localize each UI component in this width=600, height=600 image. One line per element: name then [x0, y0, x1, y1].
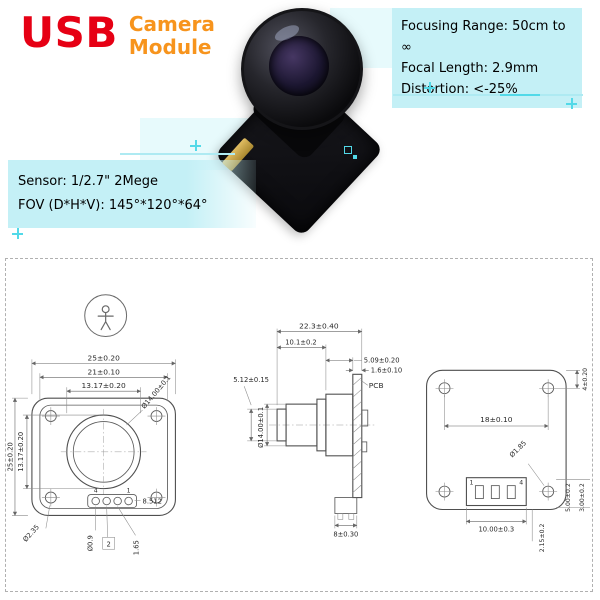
- dim-front-pin-hole-diameter: Ø0.9: [87, 535, 95, 551]
- pin-number-4: 4: [94, 488, 98, 495]
- cyan-line: [393, 94, 583, 96]
- cyan-line: [120, 153, 235, 155]
- side-view: 22.3±0.40 10.1±0.2 5.09±0.20 1.6±0.10 5.…: [233, 322, 402, 539]
- dim-front-height-outer: 25±0.20: [6, 442, 14, 471]
- dim-side-front-ring: 5.12±0.15: [233, 376, 269, 384]
- dim-back-conn-b: 3.00±0.2: [579, 483, 586, 512]
- dim-side-lens-depth: 10.1±0.2: [285, 338, 316, 346]
- pin-number-2: 2: [106, 540, 110, 548]
- front-view: 25±0.20 21±0.10 13.17±0.20 25±0.20 13.17…: [6, 353, 176, 555]
- spec-box-left: Sensor: 1/2.7" 2Mege FOV (D*H*V): 145°*1…: [8, 160, 256, 228]
- dim-front-pin-span: 8.512: [143, 498, 162, 506]
- spec-focusing-range: Focusing Range: 50cm to ∞: [401, 19, 566, 55]
- cyan-line-accent: [500, 94, 540, 96]
- pin-number-1: 1: [127, 488, 131, 495]
- square-decor-icon: [344, 146, 352, 154]
- lens-outer: [241, 8, 363, 130]
- lens-glass: [269, 36, 329, 96]
- dim-front-lens-width: 13.17±0.20: [82, 381, 126, 390]
- dim-front-width-outer: 25±0.20: [87, 353, 120, 362]
- logo-usb-text: USB: [20, 8, 118, 57]
- spec-box-right: Focusing Range: 50cm to ∞ Focal Length: …: [392, 3, 587, 108]
- plus-decor-icon: [190, 140, 201, 151]
- back-pin-number-1: 1: [469, 480, 473, 487]
- dim-side-total-depth: 22.3±0.40: [299, 322, 339, 331]
- dim-front-width-inner: 21±0.10: [87, 367, 120, 376]
- logo-subtitle-line1: Camera: [128, 12, 215, 36]
- dim-back-conn-a: 5.00±0.2: [565, 483, 572, 512]
- dim-side-pcb-thickness: 1.6±0.10: [371, 366, 402, 374]
- dimension-drawing: 25±0.20 21±0.10 13.17±0.20 25±0.20 13.17…: [5, 258, 593, 592]
- logo-subtitle-line2: Module: [128, 35, 212, 59]
- dim-back-hole-diameter: Ø1.85: [508, 439, 528, 459]
- back-view: 18±0.10 4±0.20 Ø1.85 1 4 10.00±0.3 5.00±…: [426, 368, 591, 553]
- plus-decor-icon: [12, 228, 23, 239]
- dim-front-height-inner: 13.17±0.20: [17, 432, 25, 472]
- dim-side-connector: 8±0.30: [333, 530, 358, 538]
- product-photo: [195, 6, 405, 251]
- brand-logo: USB Camera Module: [20, 12, 215, 59]
- pcb-label: PCB: [369, 381, 384, 390]
- dim-front-pin-pitch: 1.65: [133, 540, 141, 555]
- dim-back-hole-spacing: 18±0.10: [480, 415, 513, 424]
- spec-sensor: Sensor: 1/2.7" 2Mege: [18, 174, 159, 189]
- square-decor-icon: [353, 155, 357, 159]
- dim-side-lens-diameter: Ø14.00±0.1: [257, 407, 265, 448]
- person-figure-icon: [84, 294, 128, 338]
- spec-fov: FOV (D*H*V): 145°*120°*64°: [18, 198, 208, 213]
- dim-back-conn-height: 2.15±0.2: [539, 524, 546, 553]
- plus-decor-icon: [424, 82, 435, 93]
- back-pin-number-4: 4: [519, 480, 523, 487]
- plus-decor-icon: [566, 98, 577, 109]
- dim-front-hole-diameter: Ø2.35: [21, 523, 41, 543]
- dim-side-mount-depth: 5.09±0.20: [364, 356, 400, 364]
- dim-back-conn-width: 10.00±0.3: [478, 525, 514, 533]
- logo-subtitle: Camera Module: [129, 12, 215, 59]
- dim-back-hole-offset: 4±0.20: [582, 368, 589, 391]
- spec-focal-length: Focal Length: 2.9mm: [401, 61, 539, 76]
